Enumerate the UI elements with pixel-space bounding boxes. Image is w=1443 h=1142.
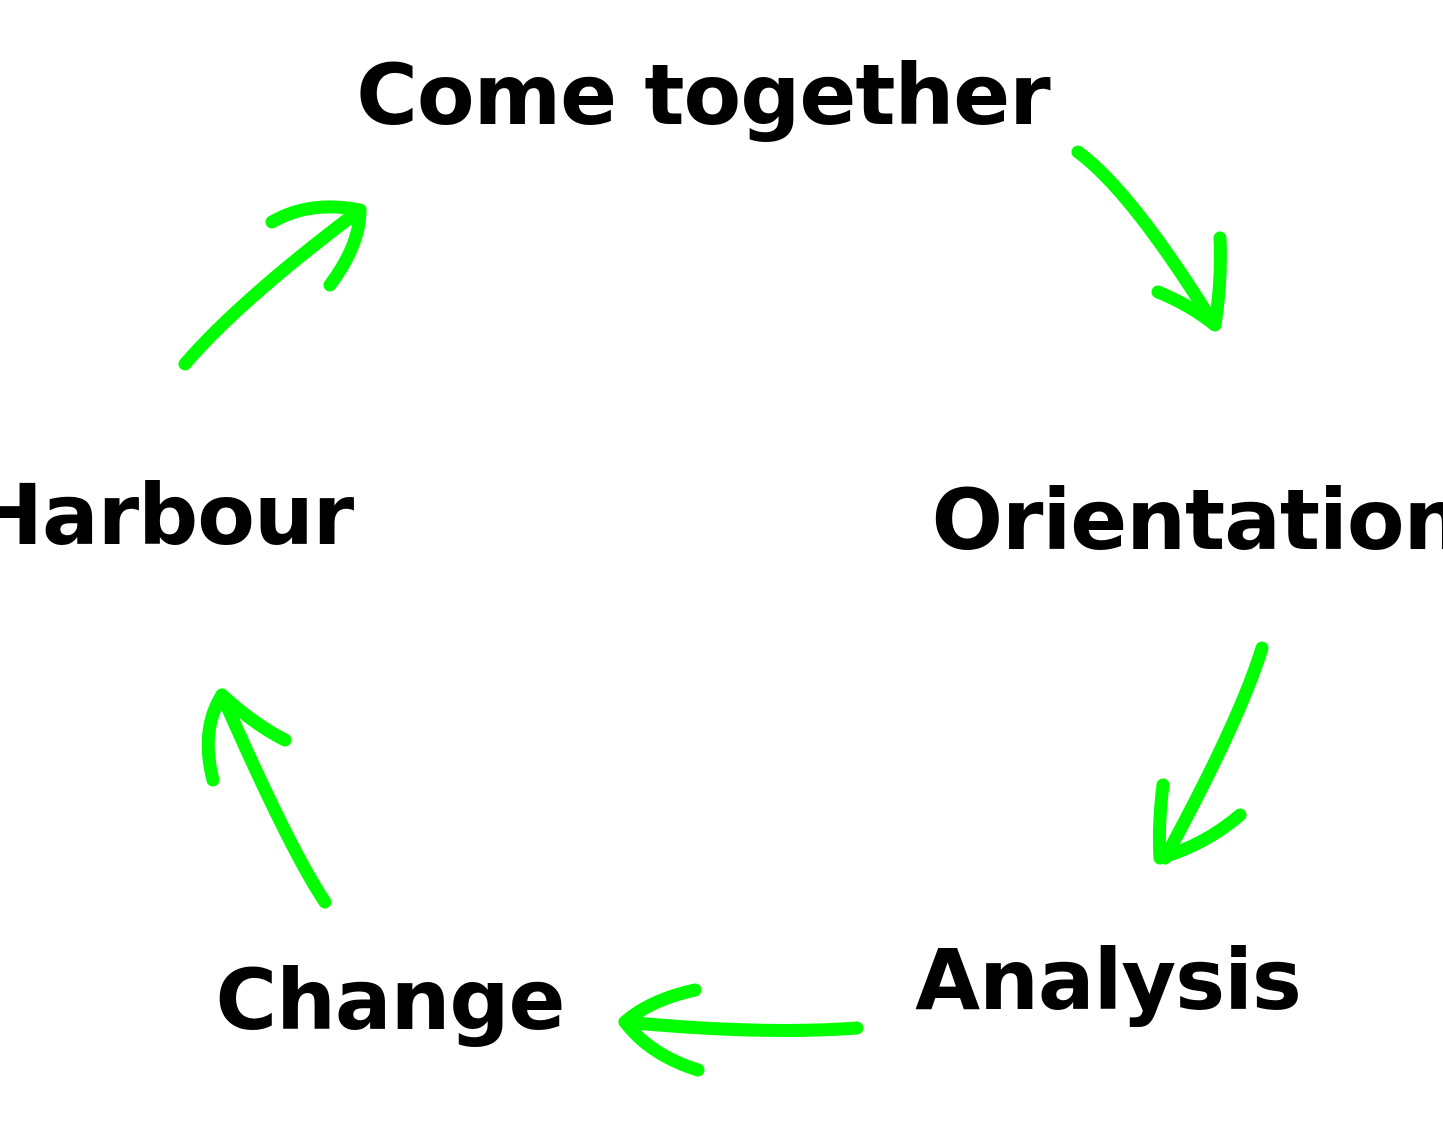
step-orientation: Orientation [931,471,1443,569]
arrow-analysis-to-change [618,983,864,1077]
step-analysis: Analysis [915,931,1302,1029]
arrow-change-to-harbour [201,688,332,909]
arrow-come-together-to-orientation [1071,145,1227,332]
arrow-harbour-to-come-together [178,200,367,371]
step-change: Change [215,951,565,1049]
step-come-together: Come together [356,46,1050,144]
step-harbour: Harbour [0,466,354,564]
arrow-orientation-to-analysis [1152,641,1269,865]
